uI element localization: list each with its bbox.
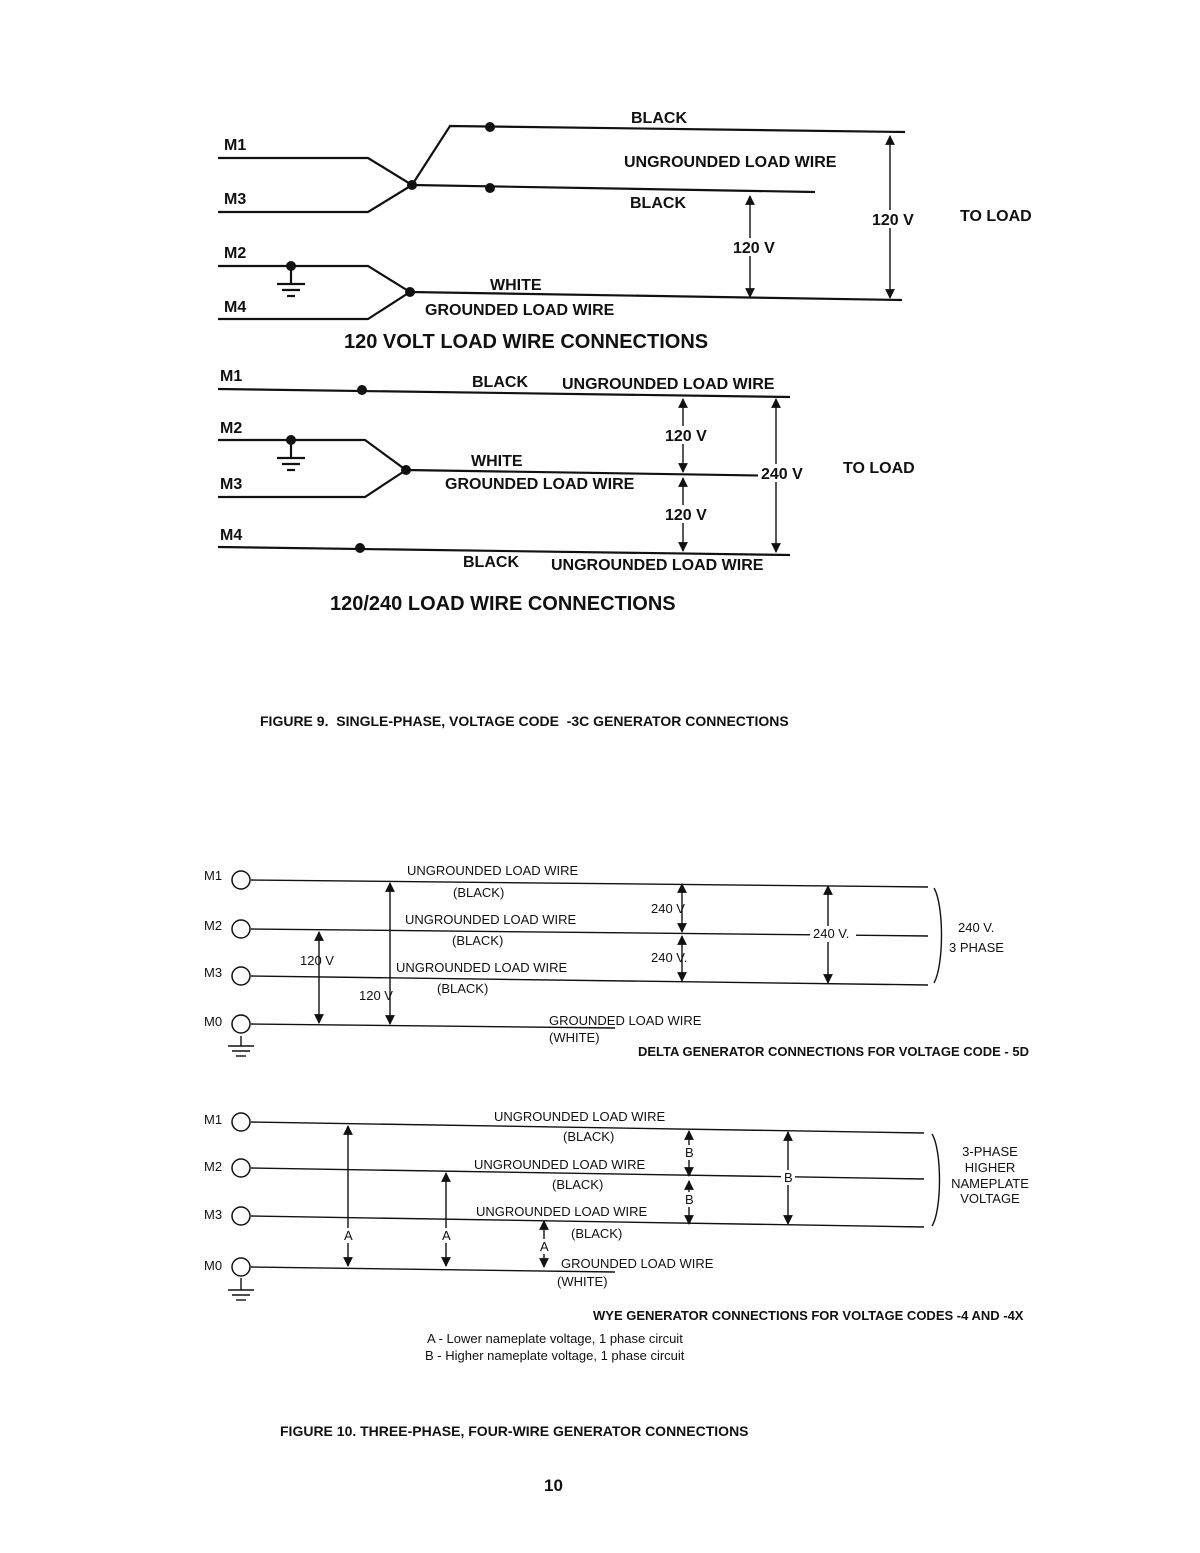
- label-ungrounded: UNGROUNDED LOAD WIRE: [624, 154, 837, 171]
- label-black: BLACK: [463, 554, 519, 571]
- label-black: BLACK: [630, 195, 686, 212]
- fig10-wye-diagram: M1 M2 M3 M0 UNGROUNDED LOAD WIRE (BLACK)…: [204, 1109, 1029, 1363]
- diagram-title: 120/240 LOAD WIRE CONNECTIONS: [330, 593, 676, 615]
- label-ungrounded: UNGROUNDED LOAD WIRE: [562, 376, 775, 393]
- diagram-title: 120 VOLT LOAD WIRE CONNECTIONS: [344, 331, 708, 353]
- terminal-circles: [231, 870, 251, 1034]
- fig9-120v-diagram: M1 M3 M2 M4 BLACK UNGROUNDED LOAD WIRE B…: [218, 110, 1032, 353]
- terminal-m2: M2: [204, 918, 222, 933]
- voltage-label: 120 V: [359, 988, 393, 1003]
- label-black: (BLACK): [437, 981, 488, 996]
- terminal-m1: M1: [224, 137, 246, 154]
- voltage-label: 240 V: [651, 901, 685, 916]
- wires: [228, 1121, 925, 1301]
- connection-dots: [286, 122, 495, 297]
- label-white: WHITE: [490, 277, 542, 294]
- label-grounded: GROUNDED LOAD WIRE: [561, 1256, 714, 1271]
- label-grounded: GROUNDED LOAD WIRE: [425, 302, 615, 319]
- terminal-m4: M4: [220, 527, 242, 544]
- label-ungrounded: UNGROUNDED LOAD WIRE: [407, 863, 579, 878]
- label-ungrounded: UNGROUNDED LOAD WIRE: [494, 1109, 666, 1124]
- voltage-label: 120 V: [733, 240, 775, 257]
- terminal-m3: M3: [204, 965, 222, 980]
- terminal-m1: M1: [220, 368, 242, 385]
- label-grounded: GROUNDED LOAD WIRE: [445, 476, 635, 493]
- bracket-label: NAMEPLATE: [951, 1176, 1029, 1191]
- voltage-label: 120 V: [665, 507, 707, 524]
- label-white: (WHITE): [549, 1030, 600, 1045]
- label-grounded: GROUNDED LOAD WIRE: [549, 1013, 702, 1028]
- fig10-delta-diagram: M1 M2 M3 M0 UNGROUNDED LOAD WIRE (BLACK)…: [204, 863, 1029, 1059]
- fig9-120-240-diagram: M1 M2 M3 M4 BLACK UNGROUNDED LOAD WIRE 1…: [217, 368, 915, 615]
- terminal-circles: [231, 1112, 251, 1277]
- label-black: (BLACK): [552, 1177, 603, 1192]
- diagram-title: DELTA GENERATOR CONNECTIONS FOR VOLTAGE …: [638, 1044, 1029, 1059]
- label-black: BLACK: [472, 374, 528, 391]
- bracket-label: 3 PHASE: [949, 940, 1004, 955]
- connection-dots: [286, 385, 411, 553]
- page-number: 10: [544, 1476, 563, 1495]
- label-white: WHITE: [471, 453, 523, 470]
- terminal-m1: M1: [204, 1112, 222, 1127]
- arrow-label-a: A: [442, 1228, 451, 1243]
- terminal-m3: M3: [220, 476, 242, 493]
- bracket-label: HIGHER: [965, 1160, 1016, 1175]
- arrow-label-b: B: [784, 1170, 793, 1185]
- terminal-m1: M1: [204, 868, 222, 883]
- voltage-arrows: [314, 882, 943, 1025]
- terminal-m2: M2: [224, 245, 246, 262]
- voltage-label: 120 V: [872, 212, 914, 229]
- label-white: (WHITE): [557, 1274, 608, 1289]
- label-ungrounded: UNGROUNDED LOAD WIRE: [476, 1204, 648, 1219]
- arrow-label-b: B: [685, 1192, 694, 1207]
- voltage-label: 240 V.: [651, 950, 687, 965]
- terminal-m4: M4: [224, 299, 246, 316]
- legend-a: A - Lower nameplate voltage, 1 phase cir…: [427, 1331, 683, 1346]
- terminal-m2: M2: [204, 1159, 222, 1174]
- terminal-m2: M2: [220, 420, 242, 437]
- voltage-label: 120 V: [665, 428, 707, 445]
- diagram-title: WYE GENERATOR CONNECTIONS FOR VOLTAGE CO…: [593, 1308, 1024, 1323]
- label-ungrounded: UNGROUNDED LOAD WIRE: [405, 912, 577, 927]
- voltage-arrows: [343, 1125, 941, 1268]
- bracket-label: VOLTAGE: [960, 1191, 1020, 1206]
- label-ungrounded: UNGROUNDED LOAD WIRE: [396, 960, 568, 975]
- voltage-label: 120 V: [300, 953, 334, 968]
- wires: [217, 387, 793, 557]
- label-ungrounded: UNGROUNDED LOAD WIRE: [474, 1157, 646, 1172]
- terminal-m0: M0: [204, 1258, 222, 1273]
- terminal-m0: M0: [204, 1014, 222, 1029]
- label-ungrounded: UNGROUNDED LOAD WIRE: [551, 557, 764, 574]
- bracket-label: 240 V.: [958, 920, 994, 935]
- label-black: (BLACK): [563, 1129, 614, 1144]
- label-black: BLACK: [631, 110, 687, 127]
- arrow-label-a: A: [344, 1228, 353, 1243]
- to-load-label: TO LOAD: [960, 208, 1032, 225]
- figure-9-caption: FIGURE 9. SINGLE-PHASE, VOLTAGE CODE -3C…: [260, 713, 789, 729]
- label-black: (BLACK): [453, 885, 504, 900]
- legend-b: B - Higher nameplate voltage, 1 phase ci…: [425, 1348, 685, 1363]
- terminal-m3: M3: [204, 1207, 222, 1222]
- bracket-label: 3-PHASE: [962, 1144, 1018, 1159]
- figure-10-caption: FIGURE 10. THREE-PHASE, FOUR-WIRE GENERA…: [280, 1423, 749, 1439]
- label-black: (BLACK): [452, 933, 503, 948]
- voltage-label: 240 V: [761, 466, 803, 483]
- terminal-m3: M3: [224, 191, 246, 208]
- to-load-label: TO LOAD: [843, 460, 915, 477]
- arrow-label-b: B: [685, 1145, 694, 1160]
- label-black: (BLACK): [571, 1226, 622, 1241]
- voltage-label: 240 V.: [813, 926, 849, 941]
- arrow-label-a: A: [540, 1239, 549, 1254]
